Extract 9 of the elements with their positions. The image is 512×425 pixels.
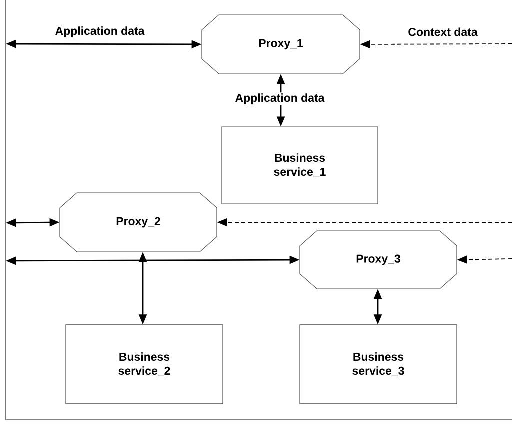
edge-label: Application data [234, 92, 326, 106]
service-box: Business service_1 [222, 126, 378, 204]
proxy-octagon: Proxy_2 [60, 192, 218, 252]
service-box: Business service_3 [300, 324, 458, 404]
proxy-octagon: Proxy_1 [202, 14, 360, 74]
edge-label: Application data [54, 26, 146, 38]
service-box: Business service_2 [66, 324, 224, 404]
edge-label: Context data [407, 26, 479, 38]
proxy-octagon: Proxy_3 [300, 230, 458, 290]
